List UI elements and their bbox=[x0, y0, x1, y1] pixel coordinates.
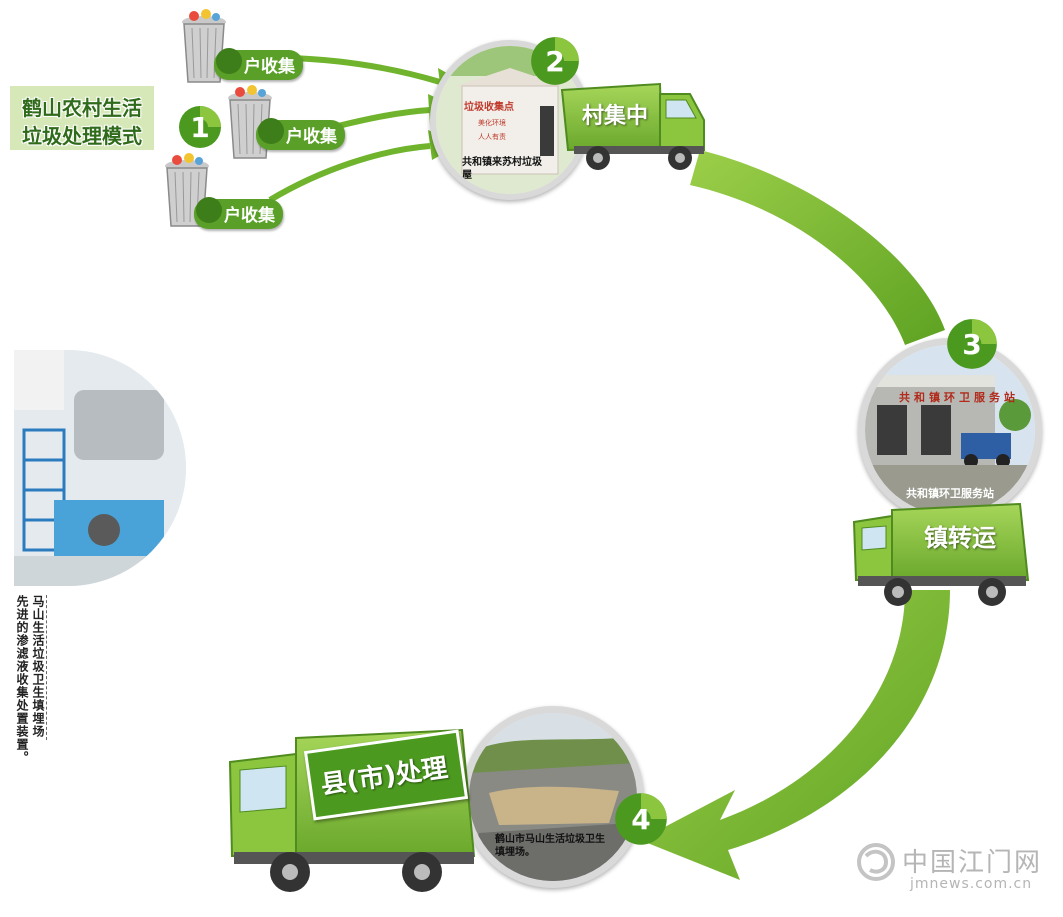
county-truck: 县(市)处理 bbox=[212, 720, 482, 898]
collection-sign-line3: 人人有责 bbox=[478, 133, 506, 141]
title-line-1: 鹤山农村生活 bbox=[22, 96, 142, 120]
station-sign: 共和镇环卫服务站 bbox=[899, 391, 1019, 404]
stage-3-badge: 3 bbox=[946, 318, 998, 370]
stage-2-label: 村集中 bbox=[582, 104, 649, 129]
title-box: 鹤山农村生活 垃圾处理模式 bbox=[10, 86, 154, 150]
badge-shape bbox=[179, 106, 221, 148]
watermark-en: jmnews.com.cn bbox=[910, 876, 1033, 892]
town-truck: 镇转运 bbox=[852, 496, 1032, 612]
recycle-icon bbox=[196, 197, 222, 223]
stage-1-badge: 1 bbox=[178, 105, 222, 149]
landfill-image bbox=[469, 713, 637, 881]
village-truck: 村集中 bbox=[558, 76, 708, 176]
watermark-logo-icon bbox=[856, 842, 896, 882]
badge-shape bbox=[531, 37, 579, 85]
side-caption-col2: 先进的渗滤液收集处置装置。 bbox=[15, 595, 29, 764]
stage-3-label: 镇转运 bbox=[924, 524, 996, 552]
side-caption-col1: 马山生活垃圾卫生填埋场 bbox=[31, 595, 45, 738]
stage-2-number: 2 bbox=[545, 44, 565, 78]
leachate-device-image bbox=[14, 350, 186, 586]
watermark-cn: 中国江门网 bbox=[902, 848, 1043, 878]
stage-4-caption: 鹤山市马山生活垃圾卫生填埋场。 bbox=[495, 834, 605, 858]
collection-sign-title: 垃圾收集点 bbox=[464, 102, 514, 113]
garbage-truck-icon bbox=[852, 502, 1030, 606]
side-caption-divider bbox=[46, 595, 47, 740]
stage-1-number: 1 bbox=[190, 110, 210, 144]
stage-4-badge: 4 bbox=[614, 792, 668, 846]
stage-3-caption: 共和镇环卫服务站 bbox=[906, 487, 994, 500]
badge-shape bbox=[615, 793, 667, 845]
trash-can-3 bbox=[155, 150, 219, 234]
stage-2-photo: 垃圾收集点 美化环境 人人有责 共和镇来苏村垃圾屋 bbox=[430, 40, 590, 200]
recycle-icon bbox=[216, 48, 242, 74]
collection-sign-line2: 美化环境 bbox=[478, 119, 506, 127]
badge-shape bbox=[947, 319, 997, 369]
stage-4-photo: 鹤山市马山生活垃圾卫生填埋场。 bbox=[462, 706, 644, 888]
recycle-icon bbox=[258, 118, 284, 144]
stage-3-number: 3 bbox=[962, 327, 982, 361]
collection-house-image bbox=[436, 46, 584, 194]
stage-2-badge: 2 bbox=[530, 36, 580, 86]
trash-can-icon bbox=[165, 153, 209, 227]
stage-4-number: 4 bbox=[631, 802, 651, 836]
jmnews-logo-icon bbox=[857, 843, 895, 881]
title-line-2: 垃圾处理模式 bbox=[22, 124, 142, 148]
garbage-truck-icon bbox=[560, 82, 705, 170]
stage-2-caption: 共和镇来苏村垃圾屋 bbox=[462, 157, 542, 181]
